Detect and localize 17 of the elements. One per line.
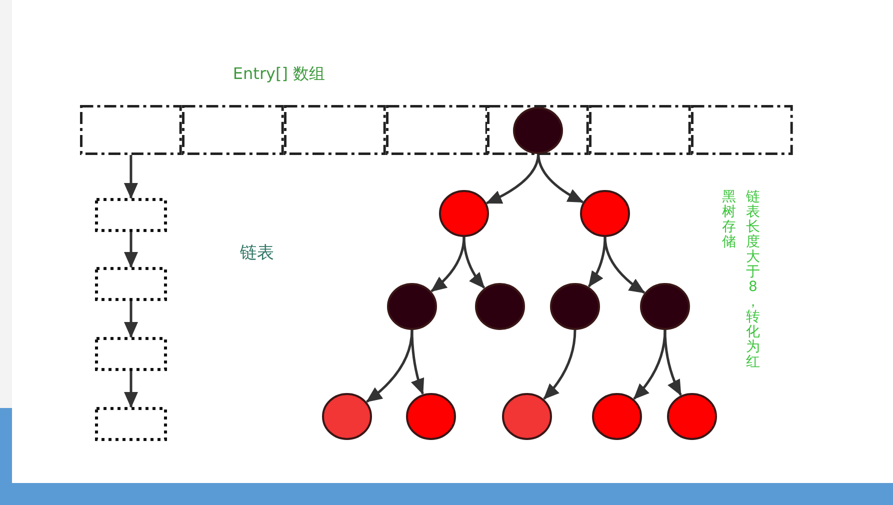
arrow [664, 329, 682, 396]
arrow [124, 371, 138, 408]
arrow [410, 329, 424, 395]
arrow [588, 236, 606, 288]
arrow [543, 329, 576, 400]
arrow [604, 236, 646, 294]
arrow [537, 153, 584, 204]
arrow [366, 329, 414, 403]
arrow [124, 301, 138, 338]
array-heading: Entry[] 数组 [232, 64, 326, 84]
note-text: 链表长度大于8，转化为红黑树存储 [721, 190, 761, 372]
arrow [124, 155, 138, 199]
arrow [430, 236, 466, 292]
arrow [633, 329, 666, 400]
arrow [124, 232, 138, 268]
arrow [462, 236, 486, 289]
list-label: 链表 [240, 243, 274, 264]
